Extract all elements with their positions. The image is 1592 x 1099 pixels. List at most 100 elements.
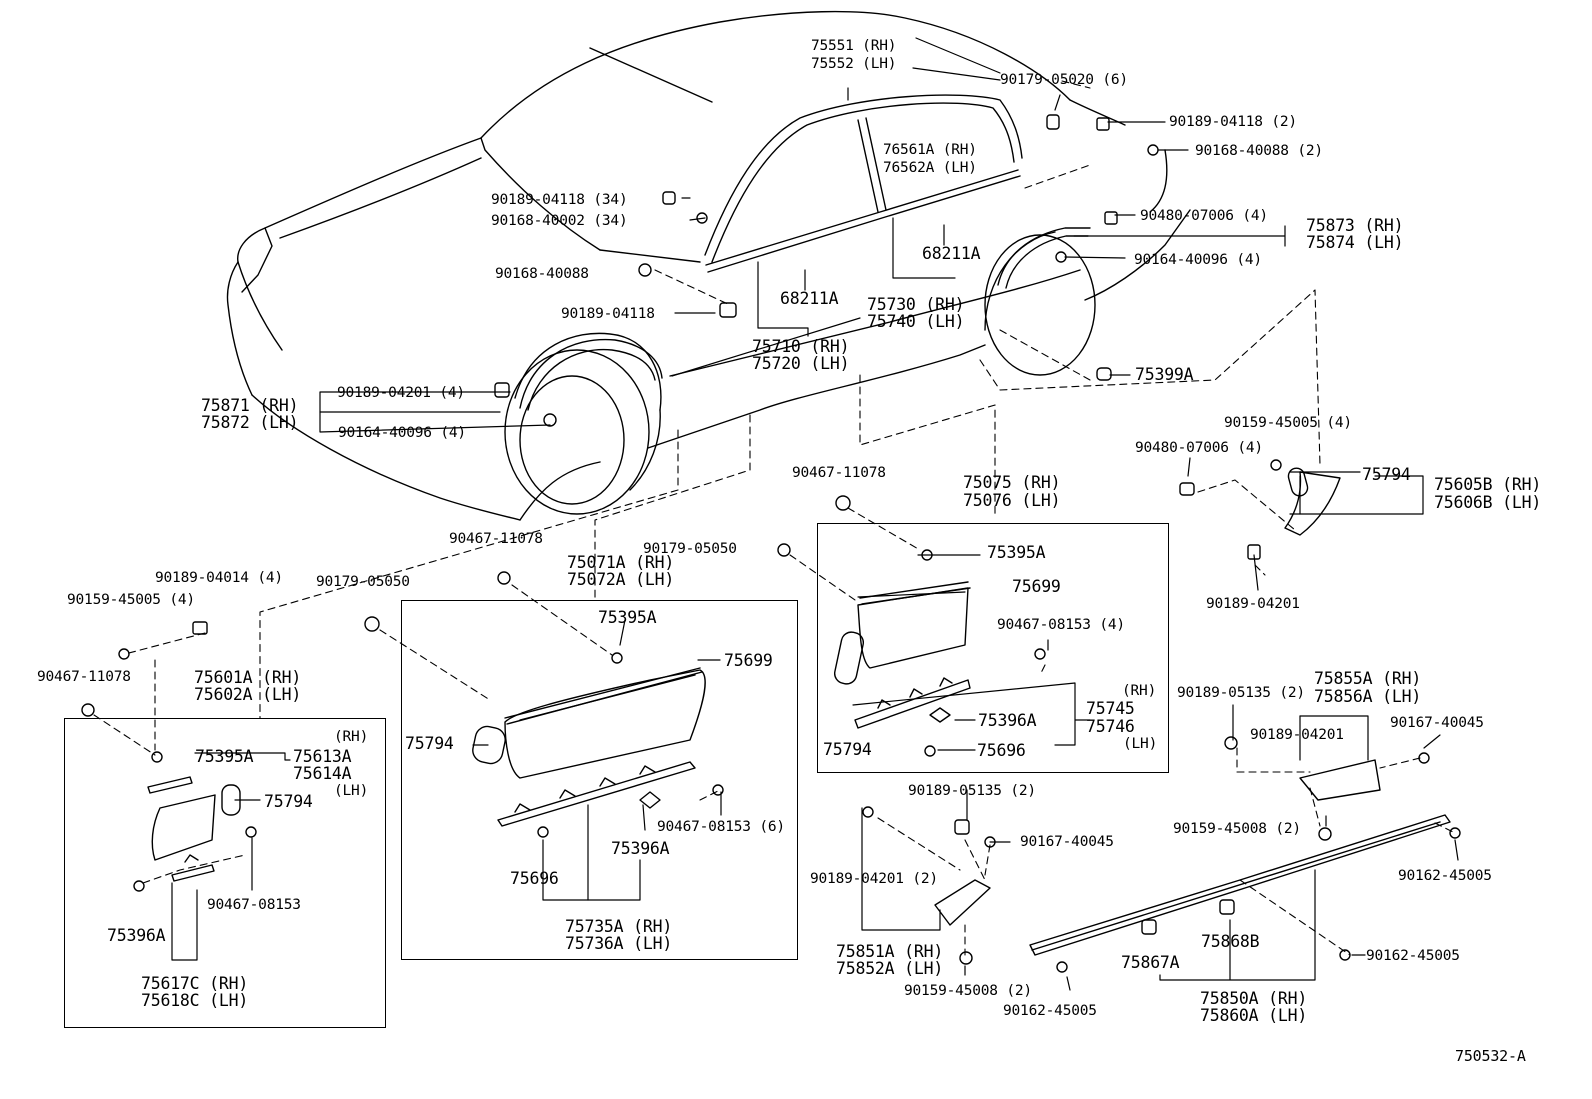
part-label[interactable]: 90168-40002 (34) [491,213,628,229]
part-label[interactable]: 75868B [1201,932,1260,951]
part-label[interactable]: 75735A (RH) [565,917,673,936]
part-label[interactable]: 75617C (RH) [141,974,249,993]
part-label[interactable]: 90168-40088 [495,266,589,282]
rocker-panel-center [472,667,706,827]
part-label[interactable]: 90159-45005 (4) [1224,415,1352,431]
part-label[interactable]: (LH) [1123,736,1158,752]
part-label[interactable]: 75873 (RH) [1306,216,1404,235]
part-label[interactable]: 90189-05135 (2) [1177,685,1305,701]
part-label[interactable]: 75606B (LH) [1434,493,1542,512]
part-label[interactable]: 90159-45008 (2) [1173,821,1301,837]
part-label[interactable]: 90179-05050 [643,541,737,557]
part-label[interactable]: 75794 [405,734,454,753]
front-panel-frame [64,718,386,1028]
door-belt-moulding [705,169,1021,273]
rocker-sill-moulding [934,759,1451,956]
part-label[interactable]: 75720 (LH) [752,354,850,373]
part-label[interactable]: 75855A (RH) [1314,669,1422,688]
part-label[interactable]: 68211A [780,289,839,308]
part-label[interactable]: 90189-04118 [561,306,655,322]
part-label[interactable]: 90159-45008 (2) [904,983,1032,999]
part-label[interactable]: 75867A [1121,953,1180,972]
part-label[interactable]: 75075 (RH) [963,473,1061,492]
part-label[interactable]: 75746 [1086,717,1135,736]
part-label[interactable]: 75740 (LH) [867,312,965,331]
part-label[interactable]: 76562A (LH) [883,160,977,176]
part-label[interactable]: 75696 [977,741,1026,760]
part-label[interactable]: 75071A (RH) [567,553,675,572]
part-label[interactable]: 90162-45005 [1398,868,1492,884]
part-label[interactable]: 90467-11078 [37,669,131,685]
part-label[interactable]: 68211A [922,244,981,263]
part-label[interactable]: 90189-04118 (2) [1169,114,1297,130]
part-label[interactable]: 90189-04201 (4) [337,385,465,401]
part-label[interactable]: 90189-04118 (34) [491,192,628,208]
part-label[interactable]: 75850A (RH) [1200,989,1308,1008]
part-label[interactable]: 75696 [510,869,559,888]
part-label[interactable]: 75699 [1012,577,1061,596]
part-label[interactable]: 75076 (LH) [963,491,1061,510]
part-label[interactable]: 90162-45005 [1003,1003,1097,1019]
part-label[interactable]: 75618C (LH) [141,991,249,1010]
part-label[interactable]: (RH) [334,729,369,745]
part-label[interactable]: (LH) [334,783,369,799]
part-label[interactable]: 75551 (RH) [811,38,897,54]
leader-lines [171,37,1459,991]
part-label[interactable]: 90467-08153 [207,897,301,913]
part-label[interactable]: 75614A [293,764,352,783]
part-label[interactable]: 75396A [978,711,1037,730]
part-label[interactable]: 75605B (RH) [1434,475,1542,494]
part-label[interactable]: 90467-08153 (6) [657,819,785,835]
part-label[interactable]: 90168-40088 (2) [1195,143,1323,159]
part-label[interactable]: 90179-05020 (6) [1000,72,1128,88]
part-label[interactable]: 90164-40096 (4) [1134,252,1262,268]
part-label[interactable]: 90480-07006 (4) [1135,440,1263,456]
part-label[interactable]: 75399A [1135,365,1194,384]
part-label[interactable]: 75072A (LH) [567,570,675,589]
part-label[interactable]: 90480-07006 (4) [1140,208,1268,224]
part-label[interactable]: 75860A (LH) [1200,1006,1308,1025]
part-label[interactable]: 75710 (RH) [752,337,850,356]
diagram-reference-number: 750532-A [1455,1047,1526,1065]
part-label[interactable]: 75395A [987,543,1046,562]
part-label[interactable]: 90167-40045 [1020,834,1114,850]
part-label[interactable]: 75396A [611,839,670,858]
part-label[interactable]: 90467-08153 (4) [997,617,1125,633]
part-label[interactable]: 90189-04201 [1250,727,1344,743]
part-label[interactable]: 75874 (LH) [1306,233,1404,252]
part-label[interactable]: 90189-04201 (2) [810,871,938,887]
part-label[interactable]: 90189-04014 (4) [155,570,283,586]
part-label[interactable]: 75395A [598,608,657,627]
part-label[interactable]: 90159-45005 (4) [67,592,195,608]
part-label[interactable]: 75745 [1086,699,1135,718]
part-label[interactable]: 75613A [293,747,352,766]
part-label[interactable]: (RH) [1122,683,1157,699]
part-label[interactable]: 90162-45005 [1366,948,1460,964]
car-outline [226,10,1191,521]
part-label[interactable]: 75872 (LH) [201,413,299,432]
part-label[interactable]: 75736A (LH) [565,934,673,953]
part-label[interactable]: 75730 (RH) [867,295,965,314]
part-label[interactable]: 75602A (LH) [194,685,302,704]
part-label[interactable]: 90189-04201 [1206,596,1300,612]
part-label[interactable]: 75794 [1362,465,1411,484]
part-label[interactable]: 90189-05135 (2) [908,783,1036,799]
part-label[interactable]: 90467-11078 [792,465,886,481]
part-label[interactable]: 90467-11078 [449,531,543,547]
part-label[interactable]: 75871 (RH) [201,396,299,415]
part-label[interactable]: 90167-40045 [1390,715,1484,731]
part-label[interactable]: 75699 [724,651,773,670]
part-label[interactable]: 75396A [107,926,166,945]
part-label[interactable]: 90164-40096 (4) [338,425,466,441]
part-label[interactable]: 75395A [195,747,254,766]
part-label[interactable]: 75601A (RH) [194,668,302,687]
part-label[interactable]: 75852A (LH) [836,959,944,978]
part-label[interactable]: 76561A (RH) [883,142,977,158]
part-label[interactable]: 90179-05050 [316,574,410,590]
part-label[interactable]: 75552 (LH) [811,56,897,72]
part-label[interactable]: 75851A (RH) [836,942,944,961]
part-label[interactable]: 75794 [264,792,313,811]
part-label[interactable]: 75856A (LH) [1314,687,1422,706]
part-label[interactable]: 75794 [823,740,872,759]
